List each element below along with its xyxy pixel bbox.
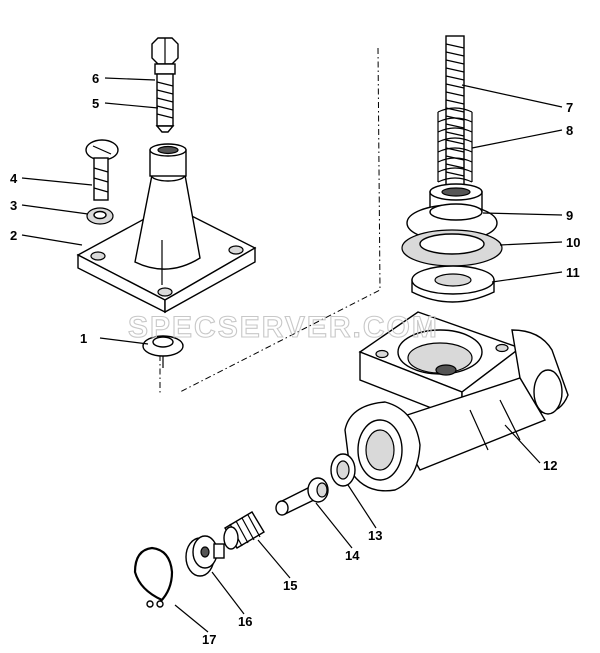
part-1-valve-disc bbox=[142, 335, 184, 368]
callout-14: 14 bbox=[345, 548, 360, 563]
part-14-plunger bbox=[275, 477, 329, 516]
callout-2: 2 bbox=[10, 228, 17, 243]
part-16-retainer-cap bbox=[185, 535, 225, 577]
part-7-inner-spring bbox=[445, 35, 465, 187]
part-17-circlip bbox=[133, 546, 174, 608]
part-12-valve-body bbox=[344, 311, 569, 492]
part-10-diaphragm bbox=[401, 229, 503, 267]
callout-17: 17 bbox=[202, 632, 216, 647]
callout-13: 13 bbox=[368, 528, 382, 543]
watermark-text: SPECSERVER.COM bbox=[128, 311, 439, 344]
part-13-seal-ring bbox=[330, 453, 356, 487]
callout-labels: 1 2 3 4 5 6 7 8 9 10 11 12 13 14 15 16 1… bbox=[10, 71, 580, 647]
callout-3: 3 bbox=[10, 198, 17, 213]
part-2-flange-cover bbox=[76, 143, 257, 314]
part-4-screw bbox=[85, 139, 119, 201]
assembly-axis-lines bbox=[159, 47, 381, 395]
part-6-bolt-head bbox=[151, 37, 179, 75]
callout-4: 4 bbox=[10, 171, 18, 186]
callout-5: 5 bbox=[92, 96, 99, 111]
leader-lines bbox=[21, 77, 563, 633]
part-5-threaded-stud bbox=[155, 73, 175, 133]
callout-8: 8 bbox=[566, 123, 573, 138]
part-8-outer-spring bbox=[437, 107, 473, 183]
callout-1: 1 bbox=[80, 331, 87, 346]
callout-11: 11 bbox=[566, 265, 580, 280]
callout-16: 16 bbox=[238, 614, 252, 629]
part-11-lower-seat bbox=[411, 265, 495, 303]
part-15-small-spring bbox=[223, 511, 265, 550]
callout-15: 15 bbox=[283, 578, 297, 593]
callout-12: 12 bbox=[543, 458, 557, 473]
callout-7: 7 bbox=[566, 100, 573, 115]
part-3-washer bbox=[86, 207, 114, 225]
callout-9: 9 bbox=[566, 208, 573, 223]
callout-10: 10 bbox=[566, 235, 580, 250]
callout-6: 6 bbox=[92, 71, 99, 86]
